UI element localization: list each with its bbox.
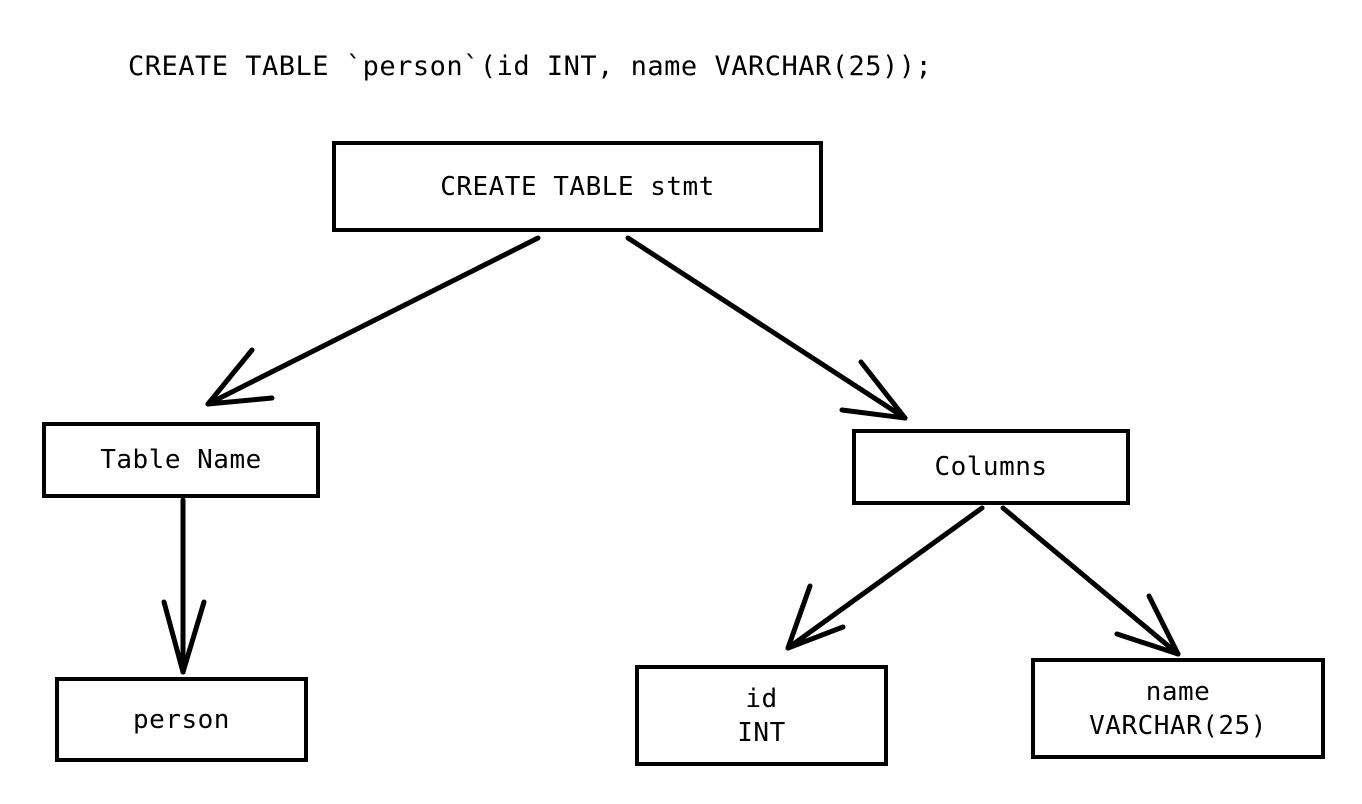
edge-root-to-columns [625,235,908,421]
node-columns[interactable]: Columns [852,429,1130,505]
edge-table-name-to-person [161,497,207,675]
node-column-id[interactable]: id INT [635,665,888,766]
node-column-name: id [745,683,778,714]
node-column-type: VARCHAR(25) [1089,710,1267,741]
node-label: person [133,704,230,735]
edge-columns-to-col-name [1000,505,1181,657]
edge-root-to-table-name [205,235,541,407]
node-person[interactable]: person [55,677,308,762]
node-create-table-stmt[interactable]: CREATE TABLE stmt [332,141,823,232]
sql-statement-caption: CREATE TABLE `person`(id INT, name VARCH… [128,51,933,82]
node-label: Columns [934,452,1048,482]
node-column-type: INT [737,717,786,748]
node-table-name[interactable]: Table Name [42,422,320,498]
node-column-name[interactable]: name VARCHAR(25) [1031,658,1325,759]
edge-columns-to-col-id [785,505,985,651]
node-label: CREATE TABLE stmt [440,171,715,202]
node-label: Table Name [100,445,262,475]
node-column-name: name [1145,676,1211,707]
